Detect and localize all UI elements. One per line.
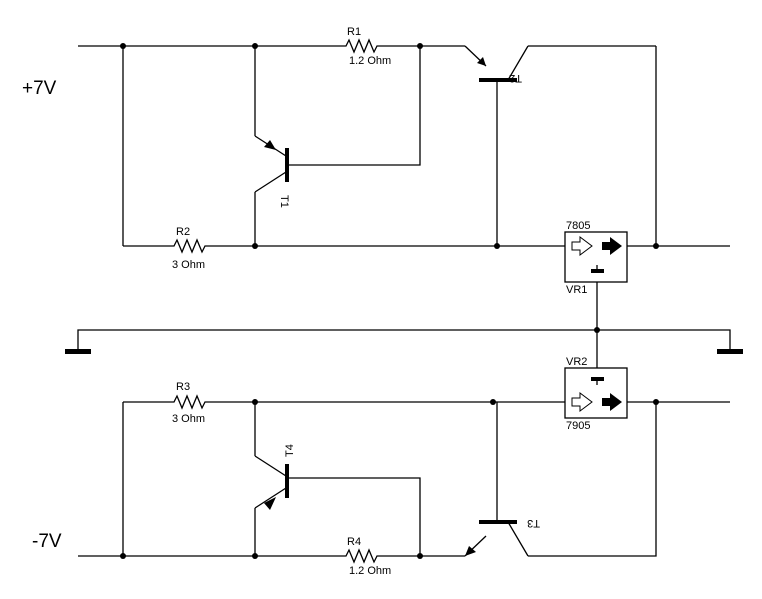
junction (120, 43, 126, 49)
r3-name: R3 (176, 381, 190, 393)
junction (120, 553, 126, 559)
t4-emitter (254, 487, 287, 509)
t4-label: T4 (284, 444, 296, 457)
r2-value: 3 Ohm (172, 259, 205, 271)
ground-rail (77, 329, 731, 352)
ground-right-icon (717, 349, 743, 354)
t3-emitter-arrow (465, 546, 476, 556)
t1-emitter-arrow (264, 140, 276, 150)
t3-collector (507, 521, 529, 557)
r1-value: 1.2 Ohm (349, 55, 391, 67)
vr1-part: 7805 (566, 220, 590, 232)
junction (252, 243, 258, 249)
junction (417, 553, 423, 559)
vr2-name: VR2 (566, 356, 587, 368)
vr2-input-arrow-icon (571, 392, 593, 412)
t2-emitter-arrow (477, 57, 486, 66)
junction (594, 327, 600, 333)
r1-resistor (340, 38, 420, 54)
ground-left-icon (65, 349, 91, 354)
t2-label: T2 (509, 72, 522, 84)
t4-emitter-arrow (264, 497, 276, 510)
ground-line (65, 282, 743, 368)
r4-value: 1.2 Ohm (349, 565, 391, 577)
t4-base-wire (287, 477, 421, 556)
t1-collector (254, 171, 287, 193)
r1-name: R1 (347, 26, 361, 38)
t3-label: T3 (527, 517, 540, 529)
top-circuit (78, 38, 730, 283)
vr1-output-arrow-icon (602, 237, 622, 255)
vr1-name: VR1 (566, 284, 587, 296)
junction (653, 243, 659, 249)
t1-label: T1 (278, 195, 290, 208)
junction (252, 553, 258, 559)
r4-name: R4 (347, 536, 361, 548)
vr2-regulator (564, 367, 628, 419)
junction (252, 43, 258, 49)
junction (252, 399, 258, 405)
t2-collector (507, 45, 529, 81)
junction (490, 399, 496, 405)
r2-resistor (168, 238, 255, 254)
r2-name: R2 (176, 226, 190, 238)
bottom-circuit (78, 367, 730, 564)
r3-value: 3 Ohm (172, 413, 205, 425)
r4-resistor (340, 548, 420, 564)
positive-rail-label: +7V (22, 78, 57, 99)
vr2-part: 7905 (566, 420, 590, 432)
negative-rail-label: -7V (32, 531, 62, 552)
t1-base-wire (287, 46, 421, 166)
t4-collector (254, 455, 287, 477)
junction (417, 43, 423, 49)
vr1-input-arrow-icon (571, 236, 593, 256)
t3-collector-wire (528, 402, 657, 557)
vr2-output-arrow-icon (602, 393, 622, 411)
junction (653, 399, 659, 405)
vr1-regulator (564, 231, 628, 283)
junction (494, 243, 500, 249)
r3-resistor (168, 394, 255, 410)
